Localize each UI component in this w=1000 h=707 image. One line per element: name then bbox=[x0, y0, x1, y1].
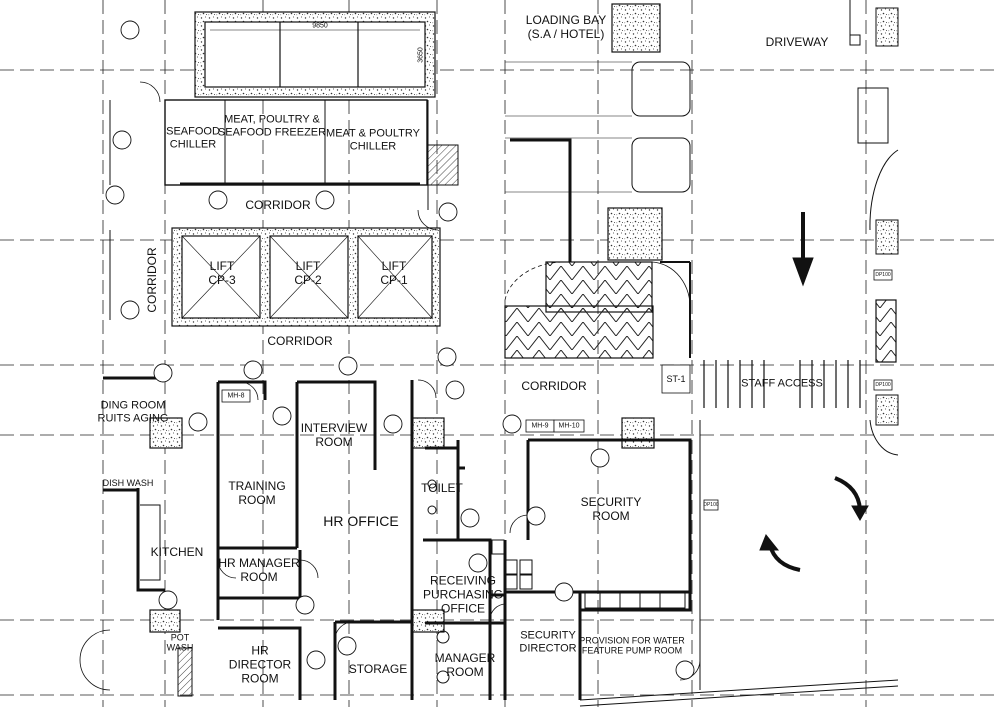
corridor-top-label: CORRIDOR bbox=[245, 198, 311, 213]
toilet-label: TOILET bbox=[421, 481, 463, 496]
mh10-tag: MH-10 bbox=[558, 422, 580, 430]
hr-manager-room-label: HR MANAGER ROOM bbox=[218, 556, 300, 584]
security-director-label: SECURITY DIRECTOR bbox=[519, 629, 577, 654]
manager-room-label: MANAGER ROOM bbox=[434, 651, 496, 679]
door-swings bbox=[79, 81, 701, 691]
mh8-tag: MH-8 bbox=[227, 392, 245, 400]
dish-wash-label: DISH WASH bbox=[102, 477, 154, 488]
lift-cp2-label: LIFT CP-2 bbox=[294, 259, 322, 287]
interior-partitions bbox=[109, 100, 899, 707]
mh9-tag: MH-9 bbox=[531, 422, 549, 430]
training-room-label: TRAINING ROOM bbox=[228, 479, 286, 507]
corridor-mid-label: CORRIDOR bbox=[267, 334, 333, 349]
meat-chiller-label: MEAT & POULTRY CHILLER bbox=[326, 127, 420, 152]
interview-room-label: INTERVIEW ROOM bbox=[300, 421, 368, 449]
st1-tag: ST-1 bbox=[666, 374, 686, 384]
security-room-label: SECURITY ROOM bbox=[580, 495, 642, 523]
corridor-vertical-label: CORRIDOR bbox=[145, 247, 160, 313]
hr-director-room-label: HR DIRECTOR ROOM bbox=[228, 643, 292, 685]
loading-bay-structure bbox=[504, 0, 899, 456]
lift-cp1-label: LIFT CP-1 bbox=[380, 259, 408, 287]
traffic-arrows bbox=[759, 212, 869, 572]
receiving-purchasing-label: RECEIVING PURCHASING OFFICE bbox=[422, 573, 504, 615]
dimension-9850: 9850 bbox=[312, 22, 328, 30]
corridor-right-label: CORRIDOR bbox=[521, 379, 587, 394]
loading-bay-label: LOADING BAY (S.A / HOTEL) bbox=[525, 13, 607, 41]
hr-office-label: HR OFFICE bbox=[323, 512, 399, 529]
equipment-tags bbox=[105, 20, 695, 680]
pot-wash-label: POT WASH bbox=[166, 632, 194, 653]
seafood-chiller-label: SEAFOOD CHILLER bbox=[166, 125, 220, 150]
dp100-tag-b: DP100 bbox=[875, 272, 891, 278]
lift-cp3-label: LIFT CP-3 bbox=[208, 259, 236, 287]
kitchen-label: KITCHEN bbox=[150, 545, 204, 560]
dp100-tag-c: DP100 bbox=[875, 382, 891, 388]
storage-label: STORAGE bbox=[348, 662, 408, 677]
small-frames bbox=[221, 269, 893, 511]
dining-room-label: DING ROOM RUITS AGING bbox=[97, 399, 169, 424]
dp100-tag-a: DP100 bbox=[703, 502, 719, 508]
cold-room-block bbox=[164, 11, 459, 186]
meat-freezer-label: MEAT, POULTRY & SEAFOOD FREEZER bbox=[217, 113, 327, 138]
driveway-label: DRIVEWAY bbox=[765, 35, 829, 50]
staff-access-label: STAFF ACCESS bbox=[741, 377, 823, 390]
staff-access-zebra bbox=[703, 299, 897, 408]
lift-block bbox=[171, 227, 441, 327]
dimension-3650: 3650 bbox=[417, 47, 425, 63]
provision-pump-room-label: PROVISION FOR WATER FEATURE PUMP ROOM bbox=[579, 635, 685, 656]
